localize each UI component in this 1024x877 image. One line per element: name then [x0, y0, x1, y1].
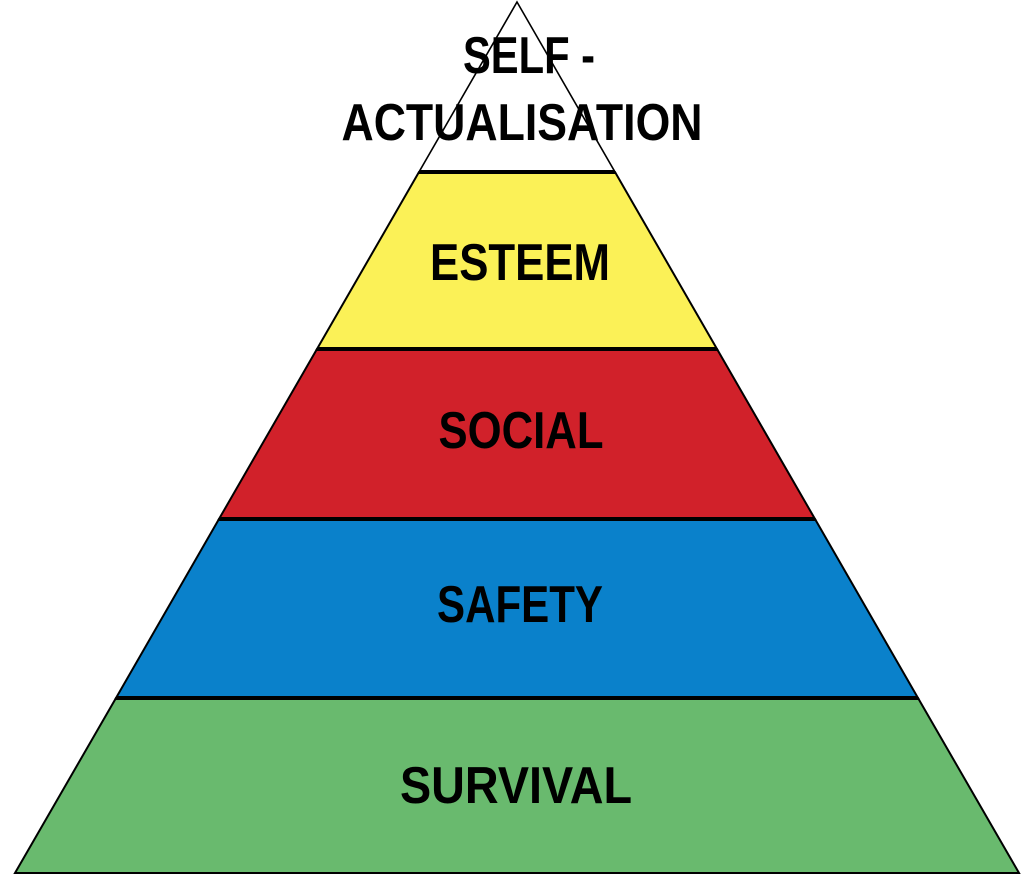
- level-label-survival: SURVIVAL: [400, 757, 632, 815]
- level-label-social: SOCIAL: [439, 402, 604, 460]
- level-label-esteem: ESTEEM: [430, 234, 610, 292]
- level-label-safety: SAFETY: [437, 576, 603, 634]
- level-label-self-actualisation-line1: SELF -: [463, 27, 595, 85]
- level-label-self-actualisation-line2: ACTUALISATION: [342, 94, 703, 152]
